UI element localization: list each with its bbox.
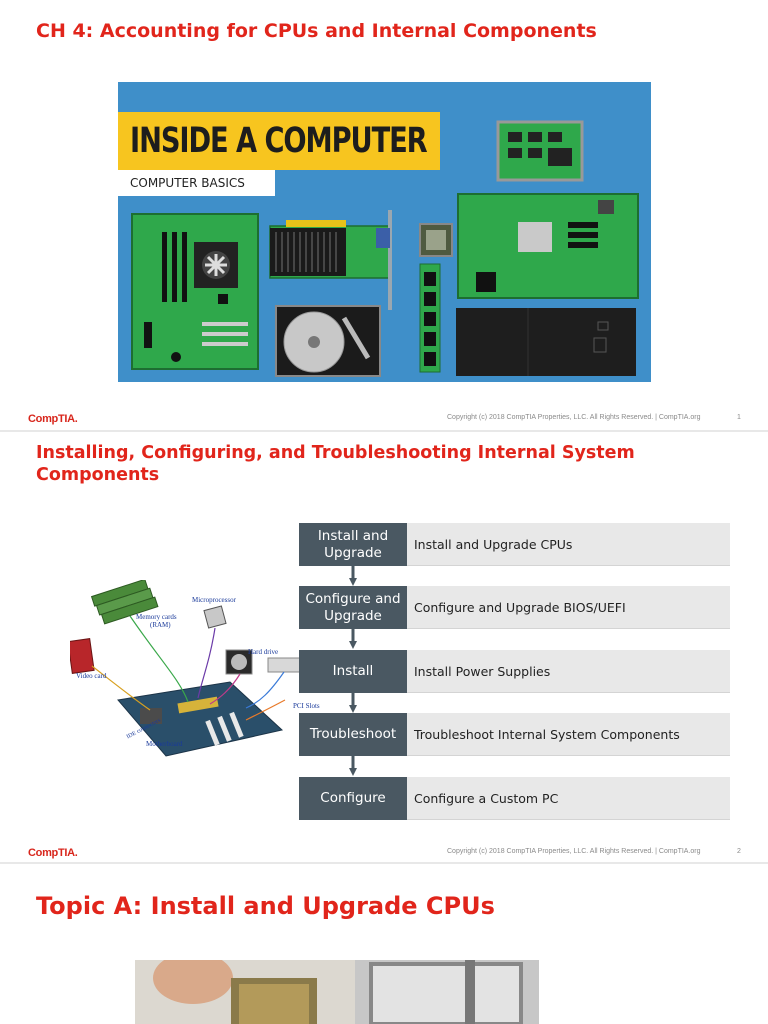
motherboard-graphic bbox=[117, 681, 284, 757]
image-banner: INSIDE A COMPUTER bbox=[118, 112, 440, 170]
flow-arrow-down-icon bbox=[349, 566, 357, 586]
flow-step-label: Install bbox=[299, 650, 407, 693]
image-subtitle-text: COMPUTER BASICS bbox=[130, 176, 245, 190]
ssd-graphic bbox=[496, 120, 584, 182]
slide-title-line-1: Installing, Configuring, and Troubleshoo… bbox=[36, 443, 635, 463]
computer-components-diagram: Memory cards (RAM) Microprocessor Hard d… bbox=[70, 580, 320, 770]
microprocessor-graphic bbox=[203, 605, 227, 629]
label-hard-drive: Hard drive bbox=[248, 648, 279, 656]
ram-stick-graphic bbox=[419, 263, 441, 373]
image-banner-text: INSIDE A COMPUTER bbox=[130, 121, 428, 161]
label-video-card: Video card bbox=[76, 672, 107, 680]
flow-step-description: Configure and Upgrade BIOS/UEFI bbox=[407, 586, 730, 629]
slide-2: Installing, Configuring, and Troubleshoo… bbox=[0, 432, 768, 862]
label-motherboard: Motherboard bbox=[146, 740, 183, 748]
video-card-graphic bbox=[70, 638, 95, 674]
comptia-logo: CompTIA. bbox=[28, 847, 78, 859]
graphics-card-graphic bbox=[269, 210, 392, 310]
cpu-photo-graphic bbox=[135, 960, 539, 1024]
slide-1: CH 4: Accounting for CPUs and Internal C… bbox=[0, 0, 768, 430]
flow-step-label: Troubleshoot bbox=[299, 713, 407, 756]
components-illustration bbox=[70, 580, 301, 757]
flow-step-description: Install and Upgrade CPUs bbox=[407, 523, 730, 566]
page-number: 2 bbox=[737, 848, 741, 855]
laptop-board-graphic bbox=[457, 193, 639, 299]
flow-step-description: Configure a Custom PC bbox=[407, 777, 730, 820]
battery-panel-graphic bbox=[456, 308, 636, 376]
ram-sticks-graphic bbox=[90, 580, 159, 625]
flow-step-description: Install Power Supplies bbox=[407, 650, 730, 693]
slide-title: CH 4: Accounting for CPUs and Internal C… bbox=[36, 20, 597, 42]
slide-3: Topic A: Install and Upgrade CPUs bbox=[0, 864, 768, 1024]
flow-arrow-down-icon bbox=[349, 693, 357, 713]
slide-title-line-2: Components bbox=[36, 465, 160, 485]
label-microprocessor: Microprocessor bbox=[192, 596, 236, 604]
motherboard-graphic bbox=[131, 213, 259, 370]
page-number: 1 bbox=[737, 414, 741, 421]
flow-step-4: Troubleshoot Troubleshoot Internal Syste… bbox=[299, 713, 730, 756]
flow-step-3: Install Install Power Supplies bbox=[299, 650, 730, 693]
flow-step-5: Configure Configure a Custom PC bbox=[299, 777, 730, 820]
optical-drive-graphic bbox=[267, 657, 301, 673]
hard-drive-graphic bbox=[275, 305, 381, 377]
footer-copyright: Copyright (c) 2018 CompTIA Properties, L… bbox=[447, 414, 701, 421]
slide-title: Topic A: Install and Upgrade CPUs bbox=[36, 892, 495, 920]
cpu-install-photo bbox=[135, 960, 539, 1024]
image-subtitle: COMPUTER BASICS bbox=[118, 170, 275, 196]
slide-title: Installing, Configuring, and Troubleshoo… bbox=[36, 442, 635, 486]
label-pci-slots: PCI Slots bbox=[293, 702, 320, 710]
flow-step-label: Configure bbox=[299, 777, 407, 820]
slide-divider bbox=[0, 430, 768, 432]
flow-step-description: Troubleshoot Internal System Components bbox=[407, 713, 730, 756]
comptia-logo: CompTIA. bbox=[28, 413, 78, 425]
slide-divider bbox=[0, 862, 768, 864]
flow-arrow-down-icon bbox=[349, 629, 357, 649]
label-memory-cards: Memory cards bbox=[136, 613, 177, 621]
cpu-chip-graphic bbox=[419, 223, 453, 257]
label-ram: (RAM) bbox=[150, 621, 171, 629]
inside-a-computer-image: INSIDE A COMPUTER COMPUTER BASICS bbox=[118, 82, 651, 382]
footer-copyright: Copyright (c) 2018 CompTIA Properties, L… bbox=[447, 848, 701, 855]
flow-arrow-down-icon bbox=[349, 756, 357, 776]
computer-parts-illustration bbox=[131, 120, 639, 377]
